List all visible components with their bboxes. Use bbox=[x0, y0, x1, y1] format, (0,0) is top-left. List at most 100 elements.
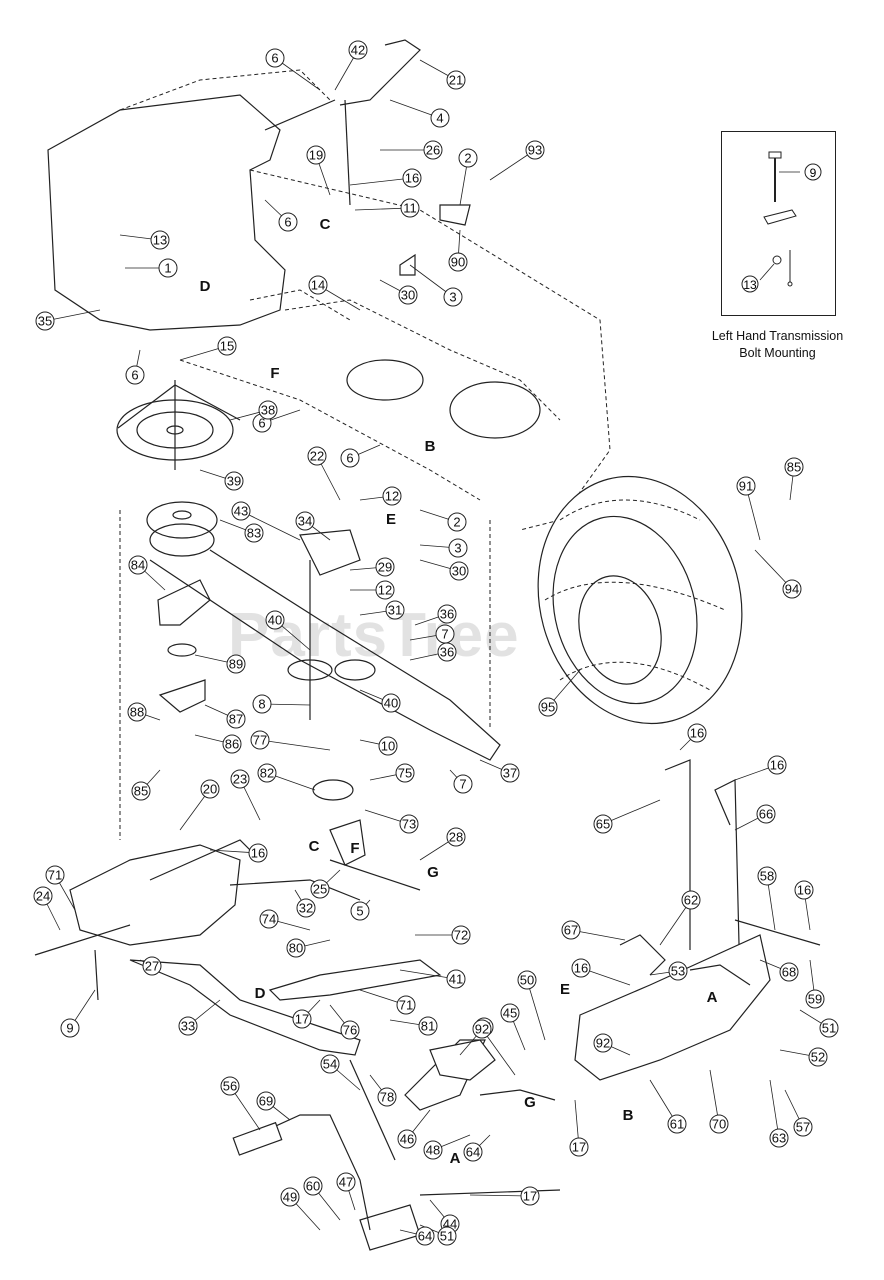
callout-8: 8 bbox=[258, 697, 265, 712]
callout-64: 64 bbox=[466, 1145, 480, 1160]
inset-bolt-drawing: 9 13 bbox=[741, 151, 822, 293]
callout-ring-73 bbox=[399, 814, 419, 834]
inset-callout-9: 9 bbox=[810, 166, 817, 180]
callout-ring-51 bbox=[437, 1226, 457, 1246]
callout-31: 31 bbox=[388, 603, 402, 618]
rear-tire bbox=[537, 475, 743, 725]
callout-ring-2 bbox=[447, 512, 467, 532]
callout-ring-16 bbox=[767, 755, 787, 775]
callout-ring-34 bbox=[295, 511, 315, 531]
callout-34: 34 bbox=[298, 514, 312, 529]
callout-ring-29 bbox=[375, 557, 395, 577]
callout-70: 70 bbox=[712, 1117, 726, 1132]
callout-ring-46 bbox=[397, 1129, 417, 1149]
callout-ring-6 bbox=[125, 365, 145, 385]
callout-leader-65 bbox=[602, 799, 661, 825]
callout-83: 83 bbox=[247, 526, 261, 541]
callout-12: 12 bbox=[385, 489, 399, 504]
callout-36: 36 bbox=[440, 645, 454, 660]
callout-26: 26 bbox=[426, 143, 440, 158]
callout-11: 11 bbox=[403, 201, 417, 216]
callout-ring-6 bbox=[340, 448, 360, 468]
callout-ring-33 bbox=[178, 1016, 198, 1036]
callout-ring-83 bbox=[244, 523, 264, 543]
callout-ring-42 bbox=[348, 40, 368, 60]
callout-ring-94 bbox=[782, 579, 802, 599]
callout-87: 87 bbox=[229, 712, 243, 727]
callout-30: 30 bbox=[401, 288, 415, 303]
letter-marker-E: E bbox=[560, 981, 570, 998]
callout-ring-57 bbox=[793, 1117, 813, 1137]
callout-ring-3 bbox=[448, 538, 468, 558]
callout-86: 86 bbox=[225, 737, 239, 752]
callout-ring-93 bbox=[525, 140, 545, 160]
letter-marker-B: B bbox=[425, 438, 436, 455]
callout-leader-16 bbox=[349, 177, 413, 186]
callout-ring-71 bbox=[45, 865, 65, 885]
callout-ring-27 bbox=[142, 956, 162, 976]
callout-16: 16 bbox=[797, 883, 811, 898]
callout-ring-19 bbox=[306, 145, 326, 165]
callout-ring-20 bbox=[200, 779, 220, 799]
callout-6: 6 bbox=[131, 368, 138, 383]
letter-marker-C: C bbox=[320, 216, 331, 233]
letter-marker-D: D bbox=[200, 278, 211, 295]
callout-1: 1 bbox=[164, 261, 171, 276]
callout-95: 95 bbox=[541, 700, 555, 715]
callout-ring-65 bbox=[593, 814, 613, 834]
callout-89: 89 bbox=[229, 657, 243, 672]
callout-leader-77 bbox=[259, 739, 331, 751]
callout-39: 39 bbox=[227, 474, 241, 489]
callout-leader-17 bbox=[469, 1194, 531, 1197]
letter-marker-F: F bbox=[350, 840, 359, 857]
callout-ring-32 bbox=[296, 898, 316, 918]
callout-2: 2 bbox=[453, 515, 460, 530]
callout-ring-16 bbox=[794, 880, 814, 900]
callout-ring-52 bbox=[808, 1047, 828, 1067]
callout-leader-63 bbox=[769, 1079, 780, 1139]
callout-45: 45 bbox=[503, 1006, 517, 1021]
callout-81: 81 bbox=[421, 1019, 435, 1034]
brake-plate bbox=[574, 919, 821, 1081]
callout-ring-67 bbox=[561, 920, 581, 940]
callout-ring-17 bbox=[292, 1009, 312, 1029]
callout-ring-5 bbox=[350, 901, 370, 921]
callout-ring-40 bbox=[265, 610, 285, 630]
callout-6: 6 bbox=[258, 416, 265, 431]
callout-ring-91 bbox=[736, 476, 756, 496]
callout-ring-78 bbox=[377, 1087, 397, 1107]
callout-ring-3 bbox=[443, 287, 463, 307]
callout-ring-12 bbox=[375, 580, 395, 600]
callout-ring-7 bbox=[453, 774, 473, 794]
callout-80: 80 bbox=[289, 941, 303, 956]
callout-ring-25 bbox=[310, 879, 330, 899]
letter-marker-E: E bbox=[386, 511, 396, 528]
callout-90: 90 bbox=[451, 255, 465, 270]
callout-ring-85 bbox=[131, 781, 151, 801]
callout-ring-81 bbox=[418, 1016, 438, 1036]
callout-65: 65 bbox=[596, 817, 610, 832]
callout-ring-30 bbox=[398, 285, 418, 305]
callout-ring-37 bbox=[500, 763, 520, 783]
callout-ring-16 bbox=[248, 843, 268, 863]
callout-ring-38 bbox=[258, 400, 278, 420]
callout-51: 51 bbox=[440, 1229, 454, 1244]
callout-43: 43 bbox=[234, 504, 248, 519]
callout-ring-61 bbox=[667, 1114, 687, 1134]
callout-ring-69 bbox=[256, 1091, 276, 1111]
callout-4: 4 bbox=[436, 111, 443, 126]
callout-42: 42 bbox=[351, 43, 365, 58]
callout-ring-17 bbox=[569, 1137, 589, 1157]
callout-40: 40 bbox=[384, 696, 398, 711]
callout-ring-6 bbox=[278, 212, 298, 232]
callout-ring-8 bbox=[252, 694, 272, 714]
callout-53: 53 bbox=[671, 964, 685, 979]
callout-76: 76 bbox=[343, 1023, 357, 1038]
letter-marker-A: A bbox=[707, 989, 718, 1006]
letter-marker-B: B bbox=[623, 1107, 634, 1124]
callout-ring-71 bbox=[396, 995, 416, 1015]
callout-ring-16 bbox=[571, 958, 591, 978]
callout-35: 35 bbox=[38, 314, 52, 329]
inset-panel: 9 13 bbox=[721, 131, 836, 316]
